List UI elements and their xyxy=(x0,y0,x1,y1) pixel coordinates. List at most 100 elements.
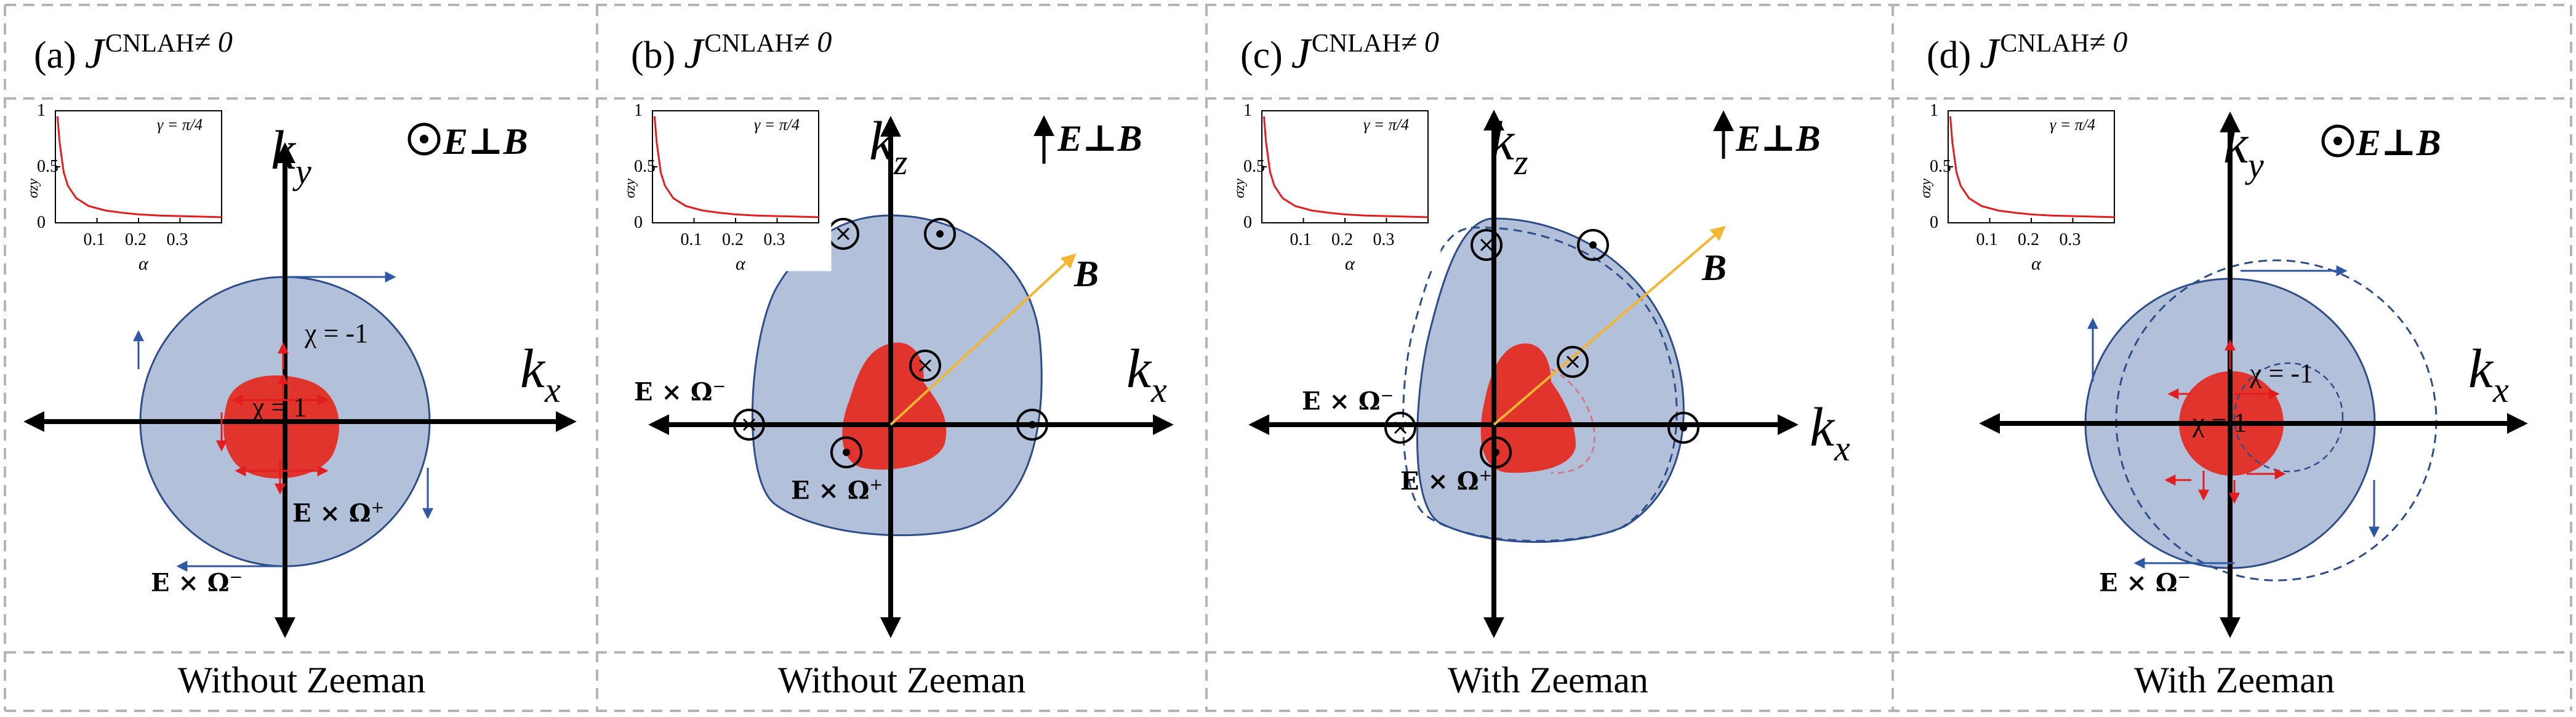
weyl-node-marker-dot xyxy=(1680,424,1687,431)
weyl-node-marker-cross-b xyxy=(742,418,756,431)
panel-label: (c)JCNLAH≠ 0 xyxy=(1240,28,1439,76)
field-dot-symbol-a xyxy=(407,122,441,156)
axis-sub: y xyxy=(2247,145,2264,185)
axis-sub: x xyxy=(2492,370,2509,410)
inset-xtick-text: 0.2 xyxy=(1331,230,1353,249)
axis-sub: z xyxy=(893,142,908,182)
exo-text: E × Ω xyxy=(1400,467,1479,496)
weyl-node-marker-cross-b xyxy=(1480,238,1493,252)
inset-ytick-text: 1 xyxy=(37,101,46,120)
exo-label-minus-a: E × Ω− xyxy=(151,569,243,595)
inset-xtick-label: 0.2 xyxy=(1331,231,1353,249)
axis-sub: z xyxy=(1514,142,1528,182)
field-label-d: E⊥B xyxy=(2356,124,2441,161)
inset-xtick-label: 0.3 xyxy=(167,231,188,249)
inset-background xyxy=(12,104,235,271)
weyl-node-marker xyxy=(1384,412,1416,444)
inset-xtick-label: 0.2 xyxy=(722,231,744,249)
axis-k: k xyxy=(869,111,894,172)
inset-xtick-label: 0.3 xyxy=(764,231,785,249)
weyl-node-marker-cross-b xyxy=(837,227,850,241)
inset-ylabel-text: σzy xyxy=(25,178,41,198)
inset-xtick-text: 0.3 xyxy=(763,230,785,249)
caption-text: With Zeeman xyxy=(2134,660,2335,700)
inset-xlabel: α xyxy=(1345,255,1355,273)
inset-xlabel-text: α xyxy=(2031,254,2041,274)
inset-ytick-text: 0.5 xyxy=(1930,157,1951,176)
current-relation: ≠ 0 xyxy=(2089,26,2128,58)
inset-ytick-text: 0.5 xyxy=(37,157,58,176)
inset-ylabel-text: σzy xyxy=(1232,178,1248,198)
axis-label-x-b: kx xyxy=(1126,342,1167,408)
axis-k: k xyxy=(520,338,545,399)
inset-xlabel: α xyxy=(2031,255,2041,273)
inset-ytick-text: 0 xyxy=(634,213,643,232)
inset-ylabel: σzy xyxy=(1918,178,1934,198)
exo-text: E × Ω xyxy=(1302,387,1381,416)
weyl-node-marker-dot xyxy=(843,449,850,456)
chi-inner-label: χ = 1 xyxy=(252,394,307,421)
panel-label: (a)JCNLAH≠ 0 xyxy=(34,28,233,76)
panel-label: (b)JCNLAH≠ 0 xyxy=(631,28,832,76)
current-superscript: CNLAH xyxy=(2000,30,2090,58)
weyl-node-marker-cross-b xyxy=(1566,355,1579,369)
inset-xtick-text: 0.1 xyxy=(83,230,105,249)
fermi-pocket-shifted-c xyxy=(1551,368,1595,474)
inset-series-line xyxy=(56,116,222,218)
chi-inner-text: χ = 1 xyxy=(252,392,307,422)
inset-gamma-text: γ = π/4 xyxy=(157,116,203,134)
chi-inner-text: χ = 1 xyxy=(2193,407,2247,438)
inset-xlabel-text: α xyxy=(1345,254,1355,274)
weyl-node-marker xyxy=(924,218,956,250)
exo-label-minus-c: E × Ω− xyxy=(1302,388,1394,414)
field-label-b: E⊥B xyxy=(1057,120,1142,157)
weyl-node-marker xyxy=(1471,229,1503,261)
axis-sub: x xyxy=(544,370,561,410)
inset-ylabel-text: σzy xyxy=(1918,178,1934,198)
field-label-text: E⊥B xyxy=(1736,118,1821,159)
exo-sup: − xyxy=(712,377,726,396)
weyl-node-marker-dot xyxy=(1589,241,1597,249)
inset-gamma-text: γ = π/4 xyxy=(1363,116,1410,134)
b-field-text: B xyxy=(1702,247,1727,288)
axis-sub: x xyxy=(1834,428,1850,468)
exo-text: E × Ω xyxy=(151,568,230,598)
panel-caption: With Zeeman xyxy=(2134,662,2335,699)
panel-letter: (a) xyxy=(34,34,76,76)
panel-letter: (d) xyxy=(1927,34,1972,76)
field-dot-center-a xyxy=(420,135,428,143)
axis-k: k xyxy=(1810,397,1834,458)
exo-text: E × Ω xyxy=(2099,568,2178,598)
weyl-node-marker-dot xyxy=(1029,421,1036,428)
inset-ytick-label: 0 xyxy=(1930,214,1938,231)
exo-text: E × Ω xyxy=(292,499,371,528)
inset-ytick-text: 1 xyxy=(1930,101,1938,120)
fermi-sphere-shifted-c xyxy=(1402,226,1678,542)
axis-label-x-c: kx xyxy=(1810,400,1850,467)
inset-xtick-text: 0.1 xyxy=(1290,230,1312,249)
inset-series-line xyxy=(1949,116,2115,218)
field-label-a: E⊥B xyxy=(443,123,528,160)
weyl-node-marker-cross-b xyxy=(918,359,932,372)
inset-gamma-text: γ = π/4 xyxy=(2050,116,2096,134)
panel-caption: With Zeeman xyxy=(1448,662,1648,699)
weyl-node-marker xyxy=(1480,436,1512,468)
field-label-text: E⊥B xyxy=(2356,122,2441,163)
inset-xlabel: α xyxy=(736,255,745,273)
field-label-text: E⊥B xyxy=(443,121,528,162)
inset-xtick-text: 0.1 xyxy=(680,230,702,249)
exo-sup: − xyxy=(1380,387,1394,405)
weyl-node-marker-cross-b xyxy=(1394,421,1407,435)
axis-sub: y xyxy=(295,151,311,191)
inset-xtick-label: 0.2 xyxy=(2018,231,2039,249)
current-superscript: CNLAH xyxy=(1311,30,1401,58)
exo-label-plus-b: E × Ω+ xyxy=(791,477,883,503)
inset-background xyxy=(1218,104,1441,271)
inset-ylabel: σzy xyxy=(622,178,638,198)
inset-ytick-label: 1 xyxy=(1930,102,1938,119)
inset-ylabel: σzy xyxy=(25,178,41,198)
exo-text: E × Ω xyxy=(634,377,713,407)
inset-series-line xyxy=(1262,116,1429,218)
current-symbol: J xyxy=(84,30,104,78)
weyl-node-marker-dot xyxy=(936,230,944,238)
